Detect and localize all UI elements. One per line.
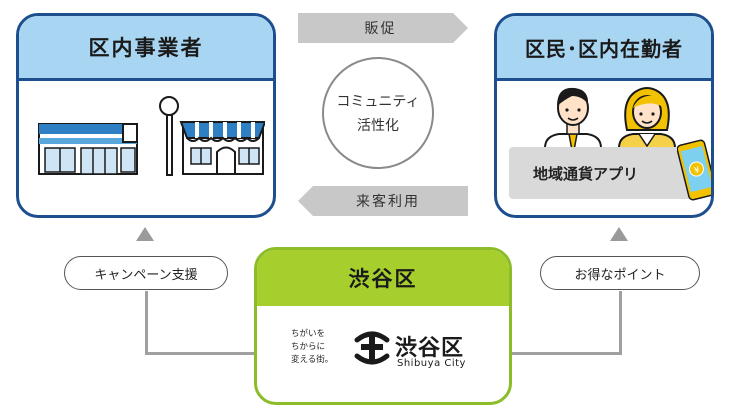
coin-symbol: ¥ bbox=[693, 165, 701, 176]
app-label: 地域通貨アプリ bbox=[533, 164, 639, 183]
shibuya-emblem-icon bbox=[354, 331, 390, 365]
circle-line-2: 活性化 bbox=[357, 118, 399, 134]
logo-tagline-line-2: ちからに bbox=[291, 342, 326, 352]
logo-name-en: Shibuya City bbox=[397, 358, 466, 369]
community-circle: コミュニティ 活性化 bbox=[322, 57, 434, 169]
right-up-arrow-icon bbox=[610, 227, 628, 241]
right-connector-horizontal bbox=[510, 352, 622, 355]
logo-tagline: ちがいを ちからに 変える街。 bbox=[291, 328, 333, 367]
logo-tagline-line-1: ちがいを bbox=[291, 329, 326, 339]
smartphone-icon: ¥ bbox=[677, 139, 711, 201]
shibuya-box: 渋谷区 ちがいを ちからに 変える街。 渋谷区 Shibuya City bbox=[254, 247, 512, 405]
bottom-arrow-label: 来客利用 bbox=[356, 194, 420, 210]
convenience-store-icon bbox=[38, 123, 138, 175]
shop-icon bbox=[159, 96, 265, 176]
right-connector-vertical bbox=[619, 291, 622, 354]
residents-box: 区民･区内在勤者 地域通貨アプリ ¥ bbox=[494, 13, 714, 218]
left-connector-horizontal bbox=[145, 352, 258, 355]
campaign-support-pill: キャンペーン支援 bbox=[64, 256, 228, 290]
residents-box-title: 区民･区内在勤者 bbox=[497, 16, 711, 81]
left-connector-vertical bbox=[145, 291, 148, 354]
logo-tagline-line-3: 変える街。 bbox=[291, 355, 334, 365]
circle-line-1: コミュニティ bbox=[336, 94, 420, 110]
left-up-arrow-icon bbox=[136, 227, 154, 241]
top-arrow-label: 販促 bbox=[364, 21, 397, 37]
bottom-arrow-shape bbox=[298, 186, 468, 216]
business-box-title: 区内事業者 bbox=[19, 16, 273, 81]
business-box: 区内事業者 bbox=[16, 13, 276, 218]
shibuya-box-title: 渋谷区 bbox=[257, 250, 509, 306]
top-arrow-shape bbox=[298, 13, 468, 43]
logo-name: 渋谷区 bbox=[395, 336, 465, 361]
bonus-points-pill: お得なポイント bbox=[540, 256, 700, 290]
app-panel: 地域通貨アプリ bbox=[509, 147, 704, 199]
